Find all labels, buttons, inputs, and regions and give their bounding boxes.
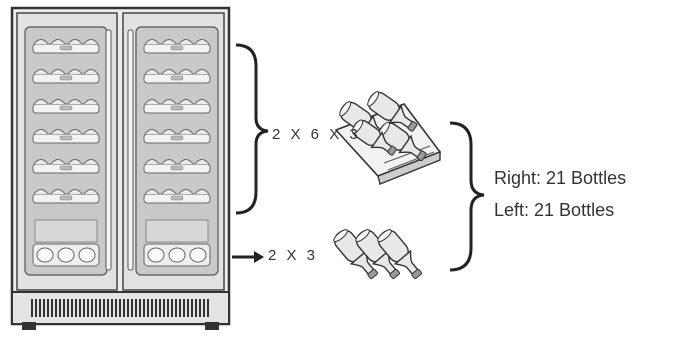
left-shelf bbox=[32, 69, 100, 84]
cabinet-foot-right bbox=[205, 322, 219, 330]
left-bottom-rack bbox=[32, 219, 100, 267]
left-shelf bbox=[32, 99, 100, 114]
right-bottom-rack bbox=[143, 219, 211, 267]
left-shelf bbox=[32, 129, 100, 144]
left-door-handle bbox=[105, 29, 112, 271]
vent-grille bbox=[31, 299, 209, 317]
upper-shelves-bracket bbox=[235, 43, 269, 215]
right-shelf bbox=[143, 39, 211, 54]
right-shelf bbox=[143, 69, 211, 84]
wine-cooler-cabinet bbox=[10, 6, 231, 330]
shelf-tray-illustration bbox=[334, 91, 442, 185]
right-door-shelves bbox=[143, 39, 211, 267]
bottom-shelf-bottles bbox=[333, 229, 422, 279]
right-shelf bbox=[143, 99, 211, 114]
left-shelf bbox=[32, 189, 100, 204]
upper-shelves-capacity-label: 2 X 6 X 3 bbox=[272, 126, 361, 143]
right-door-glass bbox=[135, 26, 219, 276]
left-door-shelves bbox=[32, 39, 100, 267]
wine-bottle-icon bbox=[367, 91, 418, 132]
right-shelf bbox=[143, 159, 211, 174]
left-zone-capacity-label: Left: 21 Bottles bbox=[494, 200, 615, 220]
wine-bottle-icon bbox=[355, 229, 400, 279]
right-shelf bbox=[143, 189, 211, 204]
left-shelf bbox=[32, 39, 100, 54]
left-shelf bbox=[32, 159, 100, 174]
cabinet-foot-left bbox=[22, 322, 36, 330]
wine-bottle-icon bbox=[352, 119, 397, 156]
bottom-shelf-capacity-label: 2 X 3 bbox=[268, 247, 319, 264]
bottom-shelf-arrow bbox=[232, 251, 264, 263]
right-door-handle bbox=[127, 29, 134, 271]
wine-bottle-icon bbox=[377, 229, 422, 279]
capacity-bracket bbox=[449, 121, 485, 272]
tray-bottles bbox=[339, 91, 427, 162]
right-shelf bbox=[143, 129, 211, 144]
right-zone-capacity-label: Right: 21 Bottles bbox=[494, 168, 627, 188]
